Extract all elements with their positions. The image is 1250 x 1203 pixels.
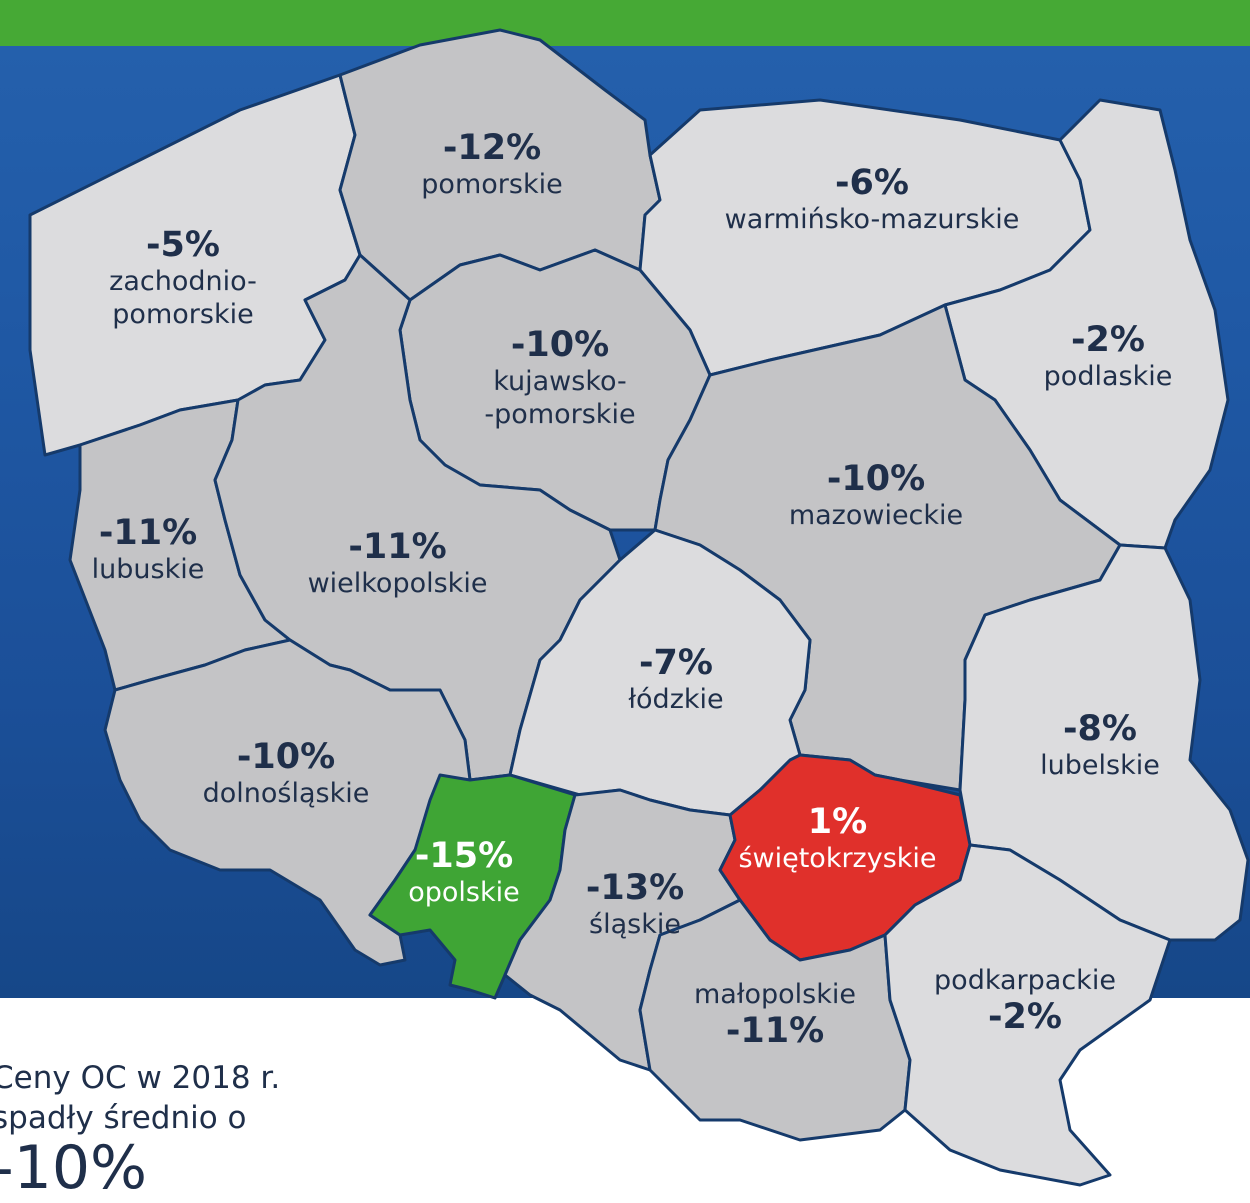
region-change-dolnoslaskie: -10% [236,737,336,777]
region-name-malopolskie: małopolskie [693,979,856,1010]
region-change-opolskie: -15% [414,836,514,876]
region-name-lodzkie: łódzkie [628,684,724,715]
region-change-mazowieckie: -10% [826,459,926,499]
region-label-podkarpackie: podkarpackie -2% [914,964,1136,1037]
region-label-pomorskie: -12% pomorskie [402,128,582,201]
region-change-warminsko-mazurskie: -6% [835,163,909,203]
region-name-lubuskie: lubuskie [91,554,205,585]
region-label-lodzkie: -7% łódzkie [606,643,746,716]
average-change-value: -10% [0,1133,148,1203]
region-name-pomorskie: pomorskie [421,169,563,200]
region-name-warminsko-mazurskie: warmińsko-mazurskie [724,204,1020,235]
region-label-mazowieckie: -10% mazowieckie [776,459,976,532]
region-name-mazowieckie: mazowieckie [788,500,964,531]
region-label-podlaskie: -2% podlaskie [1030,320,1186,393]
region-label-lubuskie: -11% lubuskie [88,513,208,586]
region-label-warminsko-mazurskie: -6% warmińsko-mazurskie [702,163,1042,236]
region-label-dolnoslaskie: -10% dolnośląskie [186,737,386,810]
region-name-swietokrzyskie: świętokrzyskie [738,843,937,874]
region-change-kujawsko-pomorskie: -10% [510,325,610,365]
background-green-strip [0,0,1250,46]
region-label-malopolskie: małopolskie -11% [675,978,875,1051]
region-label-kujawsko-pomorskie: -10% kujawsko- -pomorskie [470,325,650,431]
region-change-lodzkie: -7% [639,643,713,683]
region-change-podlaskie: -2% [1071,320,1145,360]
region-name-podlaskie: podlaskie [1043,361,1173,392]
region-label-slaskie: -13% śląskie [570,868,700,941]
region-name-dolnoslaskie: dolnośląskie [202,778,370,809]
average-change-caption: Ceny OC w 2018 r. spadły średnio o -10% [0,1058,280,1198]
region-shape-podkarpackie[interactable] [883,843,1172,1187]
region-change-slaskie: -13% [585,868,685,908]
region-change-swietokrzyskie: 1% [807,802,868,842]
region-label-swietokrzyskie: 1% świętokrzyskie [725,802,950,875]
caption-line-2: spadły średnio o [0,1100,247,1136]
region-change-pomorskie: -12% [442,128,542,168]
region-name-kujawsko-pomorskie: kujawsko- -pomorskie [484,366,636,430]
region-change-wielkopolskie: -11% [348,527,447,567]
caption-line-1: Ceny OC w 2018 r. [0,1060,281,1096]
region-name-opolskie: opolskie [408,877,520,908]
region-label-zachodniopomorskie: -5% zachodnio- pomorskie [98,225,268,331]
region-change-lubelskie: -8% [1063,709,1137,749]
region-change-lubuskie: -11% [98,513,198,553]
region-label-lubelskie: -8% lubelskie [1025,709,1175,782]
region-label-wielkopolskie: -11% wielkopolskie [290,527,505,600]
region-change-malopolskie: -11% [725,1011,825,1051]
region-name-lubelskie: lubelskie [1040,750,1160,781]
region-name-zachodniopomorskie: zachodnio- pomorskie [109,266,257,330]
region-label-opolskie: -15% opolskie [400,836,528,909]
region-name-podkarpackie: podkarpackie [934,965,1116,996]
region-change-podkarpackie: -2% [988,997,1062,1037]
region-name-slaskie: śląskie [589,909,681,940]
region-change-zachodniopomorskie: -5% [146,225,220,265]
region-name-wielkopolskie: wielkopolskie [307,568,488,599]
